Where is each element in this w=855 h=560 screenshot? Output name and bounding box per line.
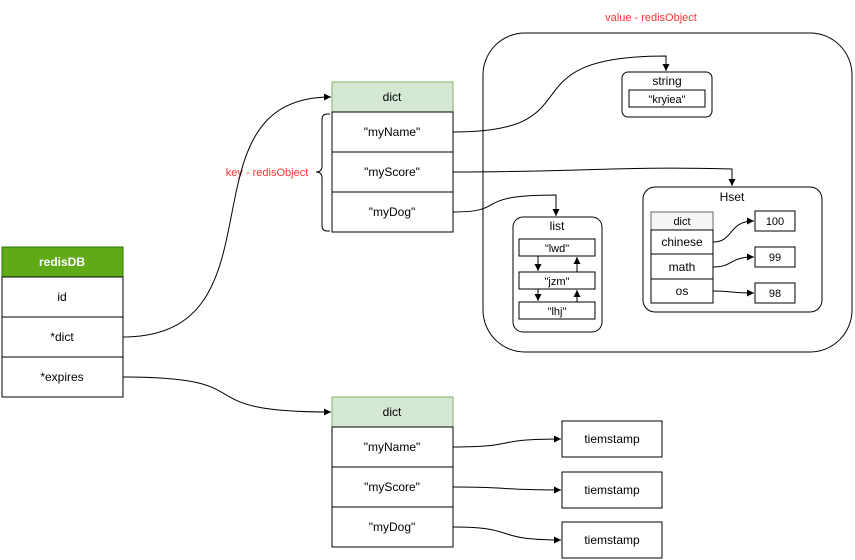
- hset-value-1: 100: [766, 216, 784, 228]
- edge-myscore-hset: [452, 167, 736, 186]
- dict-main-key-myname: "myName": [364, 125, 421, 139]
- edge-expires-myscore-timestamp: [452, 486, 562, 494]
- string-object-title: string: [652, 74, 681, 88]
- redisdb-field-dict: *dict: [50, 330, 74, 344]
- hset-field-os: os: [676, 284, 689, 298]
- dict-expires-key-mydog: "myDog": [369, 520, 416, 534]
- dict-expires-header: [331, 396, 454, 428]
- dict-main-key-myscore: "myScore": [364, 165, 420, 179]
- edge-expires-myname-timestamp: [452, 435, 562, 448]
- timestamp-label-2: tiemstamp: [584, 483, 640, 497]
- timestamp-box-2: [561, 471, 663, 509]
- dict-expires-key-myname: "myName": [364, 440, 421, 454]
- timestamp-box-1: [561, 420, 663, 458]
- list-object: list "lwd" "jzm" "lhj": [512, 216, 603, 333]
- edge-myname-string: [452, 55, 670, 133]
- dict-expires-table: dict "myName" "myScore" "myDog": [331, 396, 454, 548]
- hset-edge-math: [712, 253, 755, 268]
- hset-value-box-1: [754, 210, 796, 232]
- hset-field-chinese: chinese: [661, 235, 703, 249]
- hset-field-math: math: [669, 260, 696, 274]
- dict-expires-title: dict: [383, 405, 402, 419]
- hset-value-box-2: [754, 246, 796, 268]
- string-object-value: "kryiea": [648, 94, 685, 106]
- list-item-1: "lwd": [545, 243, 569, 255]
- edge-redisdb-dict: [122, 93, 332, 338]
- timestamp-box-3: [561, 521, 663, 559]
- key-brace: [315, 113, 330, 232]
- hset-dict-title: dict: [673, 216, 690, 228]
- string-object: string "kryiea": [621, 71, 713, 118]
- edge-expires-mydog-timestamp: [452, 526, 562, 544]
- hset-value-box-3: [754, 282, 796, 304]
- hset-object-title: Hset: [720, 190, 745, 204]
- edge-redisdb-expires: [122, 376, 332, 416]
- timestamp-label-3: tiemstamp: [584, 533, 640, 547]
- dict-expires-key-myscore: "myScore": [364, 480, 420, 494]
- hset-object: Hset dict chinese math os 100 99 98: [642, 186, 823, 313]
- redisdb-title: redisDB: [39, 255, 85, 269]
- redisdb-field-expires: *expires: [40, 370, 83, 384]
- dict-main-title: dict: [383, 90, 402, 104]
- edge-mydog-list: [452, 194, 560, 216]
- hset-value-3: 98: [769, 288, 781, 300]
- hset-edge-os: [712, 289, 755, 297]
- key-redisobject-label: key - redisObject: [226, 167, 309, 179]
- dict-main-table: dict "myName" "myScore" "myDog": [331, 81, 454, 233]
- dict-main-key-mydog: "myDog": [369, 205, 416, 219]
- value-redisobject-label: value - redisObject: [605, 12, 697, 24]
- redisdb-header: [1, 246, 124, 278]
- list-object-title: list: [550, 219, 565, 233]
- list-item-2: "jzm": [545, 276, 570, 288]
- hset-value-2: 99: [769, 252, 781, 264]
- list-item-3: "lhj": [548, 306, 567, 318]
- hset-edge-chinese: [712, 217, 755, 243]
- redisdb-field-id: id: [57, 290, 66, 304]
- redisdb-table: redisDB id *dict *expires: [1, 246, 124, 398]
- timestamp-label-1: tiemstamp: [584, 432, 640, 446]
